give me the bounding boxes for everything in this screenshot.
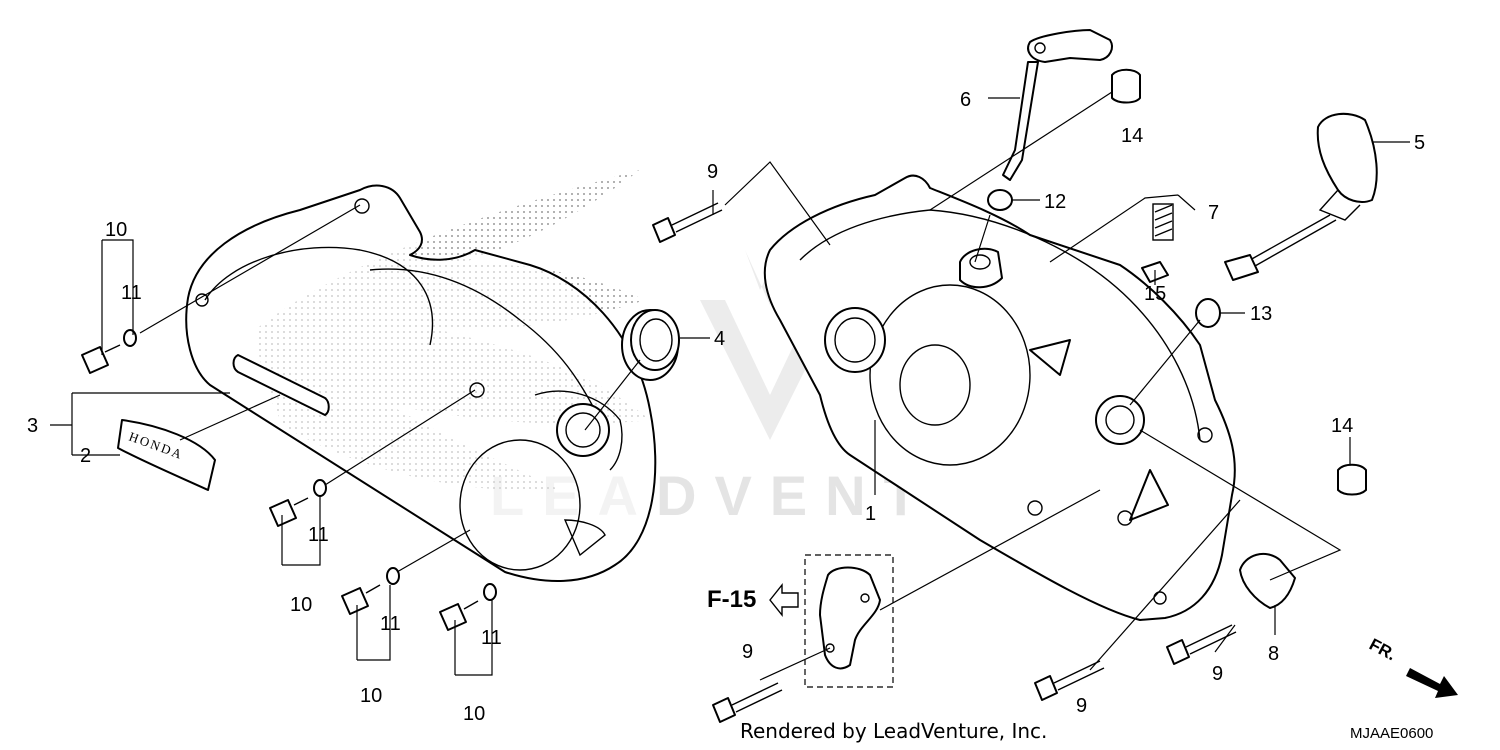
- flange-bolts: [652, 202, 1237, 723]
- callout-3: 3: [27, 415, 38, 437]
- callout-10-d: 10: [463, 703, 485, 725]
- callout-13: 13: [1250, 303, 1272, 325]
- bracket: [1239, 552, 1296, 609]
- dowel-pins: [1111, 68, 1367, 496]
- honda-emblem-plate: HONDA: [117, 419, 216, 491]
- collar: [987, 189, 1013, 211]
- shift-rod: [1002, 29, 1113, 181]
- callout-11-a: 11: [121, 282, 142, 304]
- callout-15: 15: [1144, 283, 1166, 305]
- reference-arrow-icon: [769, 583, 799, 617]
- right-crankcase-cover: [763, 174, 1236, 621]
- front-direction-indicator: FR.: [1366, 635, 1458, 698]
- oil-dipstick: [1224, 112, 1378, 281]
- callout-8: 8: [1268, 643, 1279, 665]
- callout-5: 5: [1414, 132, 1425, 154]
- callout-14-top: 14: [1121, 125, 1143, 147]
- callout-10-b: 10: [290, 594, 312, 616]
- callout-6: 6: [960, 89, 971, 111]
- front-label: FR.: [1366, 635, 1399, 665]
- callout-10-a: 10: [105, 219, 127, 241]
- callout-14-right: 14: [1331, 415, 1353, 437]
- callouts: 1 2 3 4 5 6 7 8 9 9 9 9 10 10 10 10 11 1…: [27, 89, 1425, 725]
- callout-9-bottom: 9: [1076, 695, 1087, 717]
- diagram-code: MJAAE0600: [1350, 725, 1433, 742]
- render-credit: Rendered by LeadVenture, Inc.: [740, 719, 1047, 743]
- cable-guide-bracket: [804, 554, 894, 688]
- callout-11-c: 11: [380, 613, 401, 635]
- callout-10-c: 10: [360, 685, 382, 707]
- reference-label[interactable]: F-15: [707, 586, 756, 613]
- spring: [1152, 203, 1174, 241]
- callout-11-b: 11: [308, 524, 329, 546]
- leader-lines: [50, 91, 1410, 681]
- callout-4: 4: [714, 328, 725, 350]
- callout-9-top: 9: [707, 161, 718, 183]
- callout-2: 2: [80, 445, 91, 467]
- front-arrow-icon: [1406, 668, 1458, 698]
- o-ring: [1195, 298, 1221, 328]
- left-crankcase-cover: [185, 184, 657, 583]
- reference-f15[interactable]: F-15: [707, 583, 799, 617]
- callout-11-d: 11: [481, 627, 502, 649]
- callout-12: 12: [1044, 191, 1066, 213]
- callout-9-right: 9: [1212, 663, 1223, 685]
- callout-9-left: 9: [742, 641, 753, 663]
- oil-seal: [621, 309, 680, 381]
- callout-7: 7: [1208, 202, 1219, 224]
- callout-1: 1: [865, 503, 876, 525]
